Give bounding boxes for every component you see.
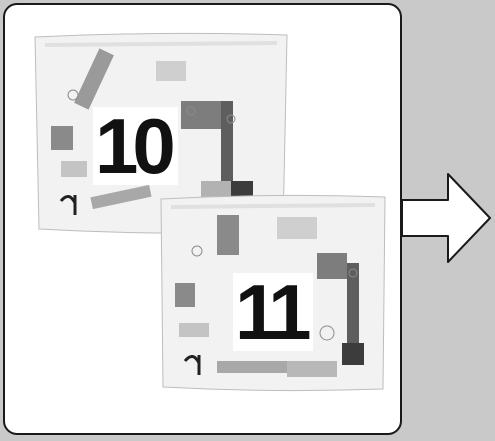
- bag-number-11: 11: [233, 273, 313, 351]
- step-panel: 10 11: [3, 3, 402, 435]
- arrow-right-icon: [402, 170, 492, 266]
- bag-number-10: 10: [93, 107, 178, 185]
